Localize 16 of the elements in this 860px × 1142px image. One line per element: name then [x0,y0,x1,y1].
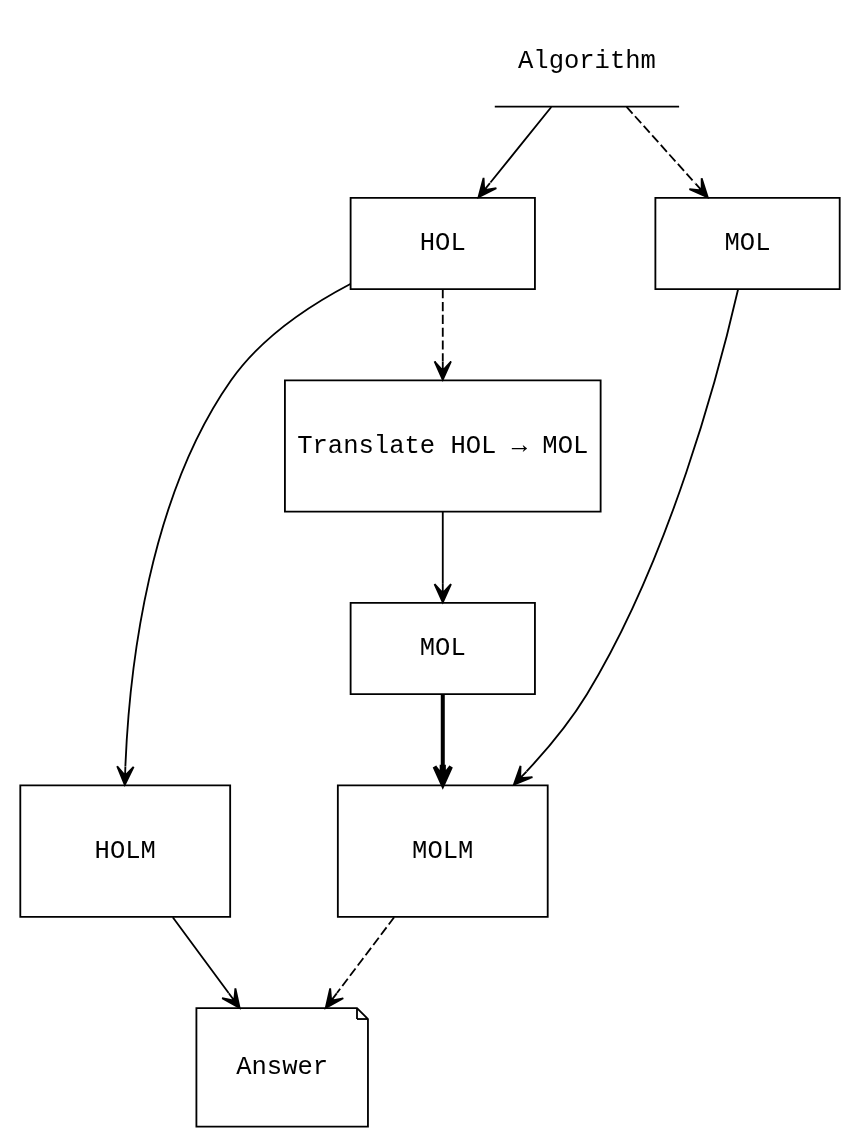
arrow [625,106,709,199]
node-box: HOLM [19,784,232,918]
node-text: Algorithm [517,46,656,76]
arrow [433,288,452,381]
arrow [477,106,553,199]
arrow [324,916,396,1009]
node-box: MOL [654,196,841,290]
arrow [512,288,739,786]
node-box: HOL [349,196,536,290]
node-box: Translate HOL → MOL [284,379,602,513]
node-box: MOLM [336,784,549,918]
node-box: MOL [349,602,536,696]
arrow [433,510,452,604]
arrow [432,694,453,787]
arrow [116,283,352,786]
arrow [171,916,241,1009]
